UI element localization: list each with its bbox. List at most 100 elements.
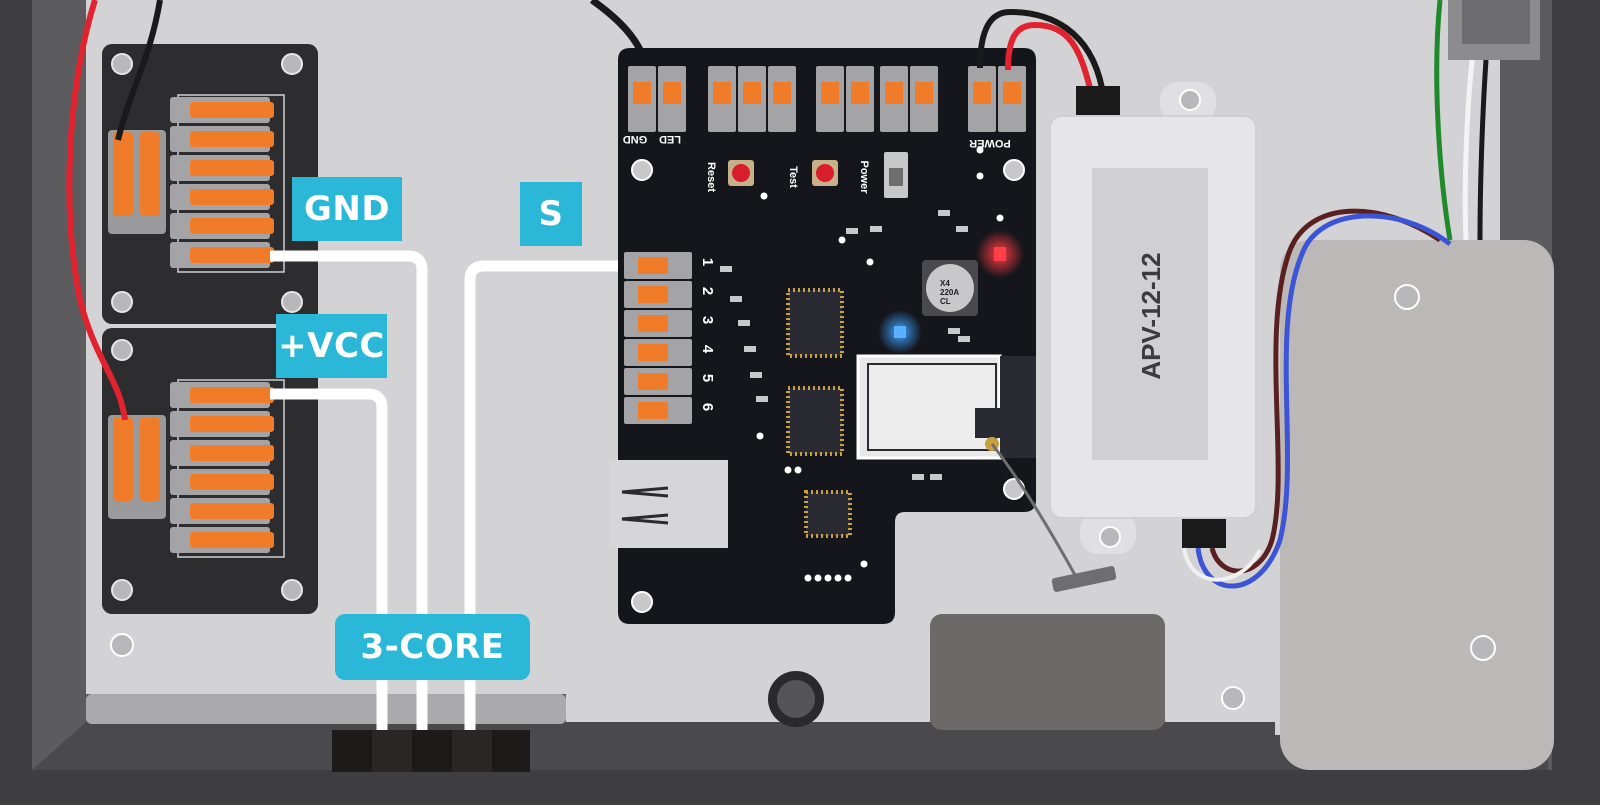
top-right-bracket-inner (1462, 0, 1530, 44)
terminal-frame-vcc (177, 379, 285, 558)
cable-vcc (270, 388, 388, 735)
usb-port[interactable] (610, 460, 728, 548)
wire-white-psu (1182, 547, 1262, 582)
wire-white-mains (1462, 59, 1475, 241)
cable-signal (464, 260, 636, 735)
via (996, 214, 1004, 222)
lever-connector-lever (190, 189, 274, 205)
power-switch-slider (889, 168, 903, 186)
power-switch[interactable] (884, 152, 908, 198)
panel-screw (281, 291, 303, 313)
lever-connectors-vcc (170, 382, 274, 553)
channel-terminal-lever (638, 257, 668, 274)
smd-components (720, 146, 1004, 582)
top-terminal-lever (915, 82, 933, 104)
integrated-circuits (786, 288, 852, 538)
antenna-wire (990, 443, 1077, 576)
capacitor-marking: CL (940, 297, 951, 306)
channel-terminal-lever (638, 373, 668, 390)
panel-screw (111, 291, 133, 313)
label-led-terminal: LED (659, 133, 681, 145)
reset-button[interactable] (728, 160, 754, 186)
feed-lever (140, 132, 160, 216)
lever-connector-lever (190, 247, 274, 263)
cable-exit-gland (332, 730, 530, 772)
top-terminal-lever (713, 82, 731, 104)
screw (1221, 686, 1245, 710)
pcb-screw (1003, 159, 1025, 181)
pcb-screw (1003, 478, 1025, 500)
smd-resistor (912, 474, 924, 480)
smd-resistor (744, 346, 756, 352)
via (794, 466, 802, 474)
psu-strain-relief-bottom (1182, 514, 1226, 548)
smd-resistor (750, 372, 762, 378)
capacitor-marking: 220A (940, 288, 959, 297)
wire-black-power (977, 8, 1105, 89)
smd-resistor (756, 396, 768, 402)
channel-terminal-lever (638, 315, 668, 332)
via (976, 172, 984, 180)
smd-resistor (938, 210, 950, 216)
channel-number: 3 (699, 316, 716, 324)
feed-connector-gnd (108, 130, 166, 234)
power-supply: APV-12-12 (1049, 82, 1257, 554)
panel-screw (111, 579, 133, 601)
wire-black-left (115, 0, 163, 141)
smd-resistor (930, 474, 942, 480)
top-terminal-lever (821, 82, 839, 104)
wire-black-mains (1477, 59, 1489, 241)
lever-connector-lever (190, 532, 274, 548)
feed-connector-vcc (108, 415, 166, 519)
screw (1394, 284, 1420, 310)
via (760, 192, 768, 200)
terminal-frame-gnd (177, 94, 285, 273)
label-power-switch: Power (858, 160, 870, 194)
label-power-terminal: POWER (969, 137, 1011, 149)
via (866, 258, 874, 266)
channel-number: 4 (699, 345, 716, 354)
usb-port-contacts (621, 486, 669, 525)
ic-chip (786, 386, 844, 456)
wifi-module-can (867, 363, 997, 451)
screw (110, 633, 134, 657)
psu-mount-screw (1179, 89, 1201, 111)
via (844, 574, 852, 582)
wifi-module-antenna-area (1000, 356, 1036, 458)
test-button[interactable] (812, 160, 838, 186)
via (838, 236, 846, 244)
wire-red-power (1005, 21, 1093, 89)
lever-connector-lever (190, 445, 274, 461)
ic-chip (786, 288, 844, 358)
top-terminal-lever (743, 82, 761, 104)
lever-connector-lever (190, 387, 274, 403)
via (784, 466, 792, 474)
panel-screw (281, 53, 303, 75)
psu-model: APV-12-12 (1136, 252, 1166, 379)
cable-gnd (270, 250, 428, 735)
label-test-button: Test (787, 166, 799, 188)
via (824, 574, 832, 582)
ic-chip (804, 490, 852, 538)
feed-lever (113, 132, 133, 216)
top-terminal-lever (773, 82, 791, 104)
lever-connectors-gnd (170, 97, 274, 268)
via (756, 432, 764, 440)
channel-number: 6 (699, 403, 716, 411)
smd-resistor (846, 228, 858, 234)
top-terminal-lever (851, 82, 869, 104)
wire-brown-psu (1209, 208, 1442, 574)
signal-callout: S (520, 182, 582, 246)
lever-connector-lever (190, 218, 274, 234)
feed-lever (140, 417, 160, 501)
psu-strain-relief-top (1076, 86, 1120, 118)
channel-number: 2 (699, 287, 716, 295)
channel-terminal-lever (638, 402, 668, 419)
channel-number: 5 (699, 374, 716, 382)
feed-lever (113, 417, 133, 501)
wire-red-left (66, 0, 128, 421)
via (834, 574, 842, 582)
lever-connector-lever (190, 102, 274, 118)
